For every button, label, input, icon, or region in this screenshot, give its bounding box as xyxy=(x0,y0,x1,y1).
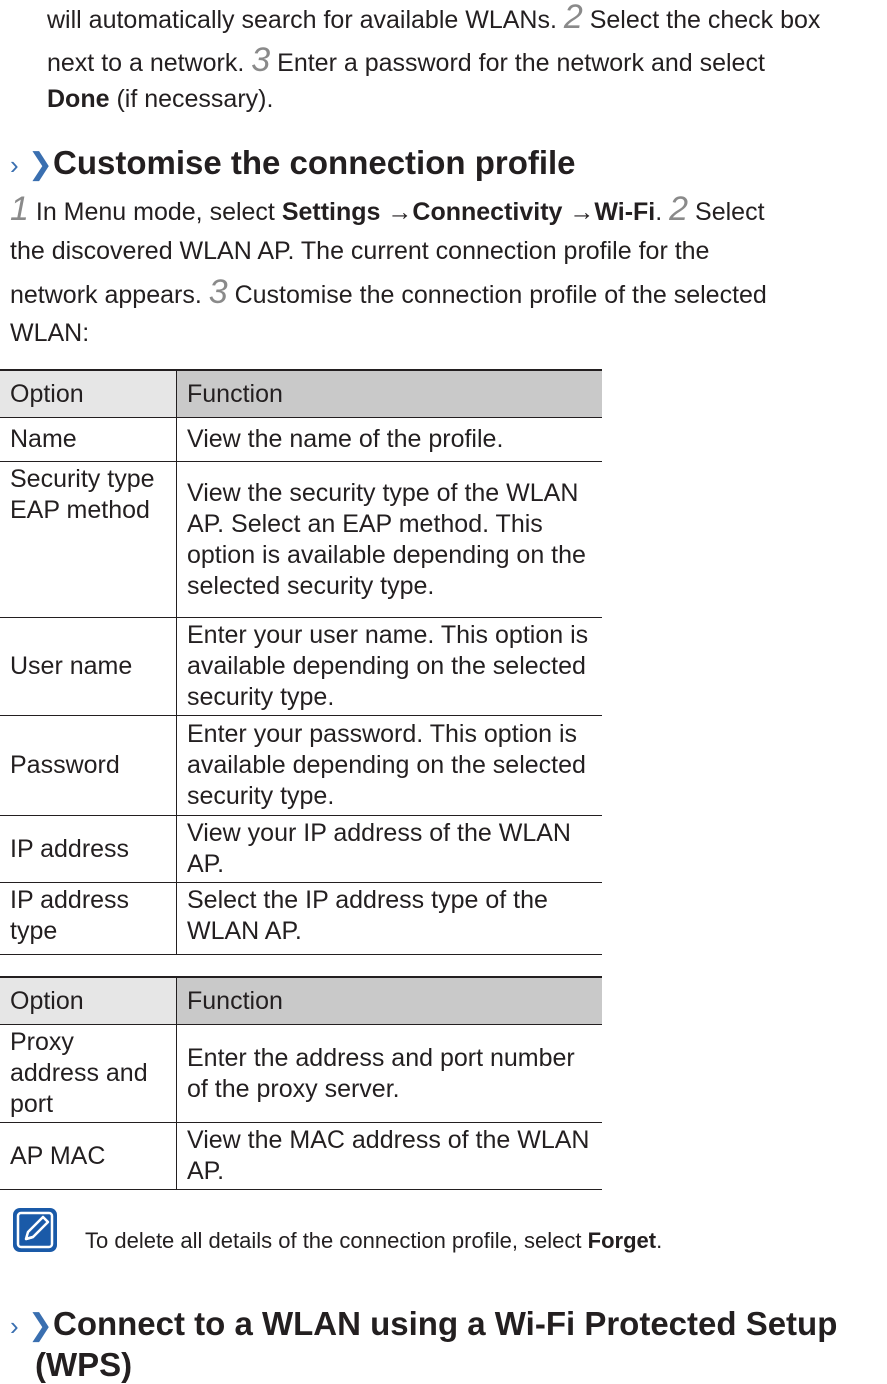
option-cell: User name xyxy=(0,617,177,716)
chevron-right-icon: › xyxy=(10,150,19,180)
table-row: IP address View your IP address of the W… xyxy=(0,815,602,883)
note-body: . xyxy=(656,1228,663,1253)
para-text: Customise the connection profile of the … xyxy=(227,281,767,309)
step-number: 2 xyxy=(563,0,583,36)
option-cell: Password xyxy=(0,715,177,816)
function-cell: View your IP address of the WLAN AP. xyxy=(176,815,602,883)
para-text: . xyxy=(655,198,670,226)
section-title: Customise the connection profile xyxy=(52,144,576,181)
menu-path-connectivity: Connectivity xyxy=(412,198,563,226)
para-text: network appears. xyxy=(10,281,209,309)
table-header-row: Option Function xyxy=(0,976,602,1025)
table-row: AP MAC View the MAC address of the WLAN … xyxy=(0,1122,602,1190)
section-title: Connect to a WLAN using a Wi-Fi Protecte… xyxy=(52,1305,838,1342)
intro-line-3: Done (if necessary). xyxy=(47,84,273,114)
option-cell: Proxy address and port xyxy=(0,1024,177,1123)
function-cell: View the security type of the WLAN AP. S… xyxy=(176,461,602,618)
header-option: Option xyxy=(0,976,177,1025)
note-text: To delete all details of the connection … xyxy=(85,1228,662,1254)
section-title-continued: (WPS) xyxy=(35,1346,133,1383)
section-heading-wps: › ❯Connect to a WLAN using a Wi-Fi Prote… xyxy=(10,1305,837,1345)
step-number: 1 xyxy=(10,190,29,228)
note-body: To delete all details of the connection … xyxy=(85,1228,588,1253)
para-line-3: network appears. 3 Customise the connect… xyxy=(10,275,767,310)
options-table-1: Option Function Name View the name of th… xyxy=(0,369,602,955)
function-cell: View the MAC address of the WLAN AP. xyxy=(176,1122,602,1190)
option-cell: IP address xyxy=(0,815,177,883)
function-cell: Enter the address and port number of the… xyxy=(176,1024,602,1123)
menu-path-wifi: Wi-Fi xyxy=(594,198,656,226)
header-function: Function xyxy=(176,369,602,418)
intro-line-1: will automatically search for available … xyxy=(47,0,821,36)
function-cell: Select the IP address type of the WLAN A… xyxy=(176,882,602,955)
para-text: In Menu mode, select xyxy=(28,198,282,226)
intro-text: Enter a password for the network and sel… xyxy=(270,49,765,77)
table-row: User name Enter your user name. This opt… xyxy=(0,617,602,716)
para-line-1: 1 In Menu mode, select Settings →Connect… xyxy=(10,192,765,227)
chevron-bold-icon: ❯ xyxy=(27,148,53,181)
step-number: 3 xyxy=(251,41,271,79)
intro-text: next to a network. xyxy=(47,49,252,77)
table-header-row: Option Function xyxy=(0,369,602,418)
arrow: → xyxy=(380,198,413,226)
options-table-2: Option Function Proxy address and port E… xyxy=(0,976,602,1190)
function-cell: Enter your password. This option is avai… xyxy=(176,715,602,816)
step-number: 2 xyxy=(669,190,689,228)
option-cell: AP MAC xyxy=(0,1122,177,1190)
intro-text: (if necessary). xyxy=(109,85,274,113)
para-line-4: WLAN: xyxy=(10,319,90,347)
table-row: Password Enter your password. This optio… xyxy=(0,715,602,816)
header-option: Option xyxy=(0,369,177,418)
option-cell: IP address type xyxy=(0,882,177,955)
function-cell: Enter your user name. This option is ava… xyxy=(176,617,602,716)
section-heading-customise: › ❯Customise the connection profile xyxy=(10,144,576,184)
table-row: IP address type Select the IP address ty… xyxy=(0,882,602,955)
para-line-2: the discovered WLAN AP. The current conn… xyxy=(10,237,710,265)
intro-text: will automatically search for available … xyxy=(47,6,564,34)
header-function: Function xyxy=(176,976,602,1025)
forget-label: Forget xyxy=(587,1228,657,1253)
table-row: Name View the name of the profile. xyxy=(0,417,602,462)
table-row: Proxy address and port Enter the address… xyxy=(0,1024,602,1123)
arrow: → xyxy=(562,198,595,226)
intro-line-2: next to a network. 3 Enter a password fo… xyxy=(47,43,765,78)
table-row: Security type EAP method View the securi… xyxy=(0,461,602,618)
step-number: 3 xyxy=(208,273,228,311)
para-text: Select xyxy=(688,198,765,226)
menu-path-settings: Settings xyxy=(281,198,381,226)
option-cell: Security type EAP method xyxy=(0,461,177,618)
note-pencil-icon xyxy=(12,1207,58,1253)
chevron-bold-icon: ❯ xyxy=(27,1309,53,1342)
done-label: Done xyxy=(47,85,110,113)
intro-text: Select the check box xyxy=(582,6,821,34)
function-cell: View the name of the profile. xyxy=(176,417,602,462)
chevron-right-icon: › xyxy=(10,1311,19,1341)
option-cell: Name xyxy=(0,417,177,462)
